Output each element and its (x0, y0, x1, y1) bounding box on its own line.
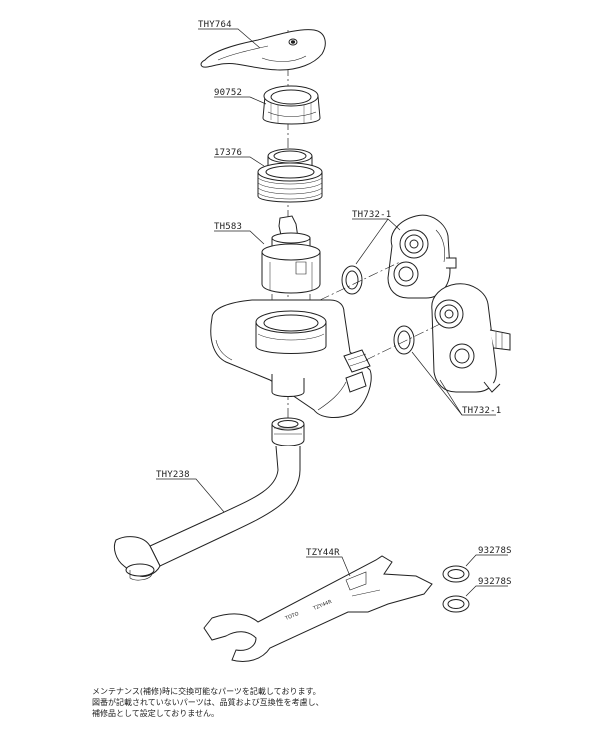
cap-part (263, 86, 320, 124)
wrench-part (204, 556, 432, 662)
leader-line (412, 352, 462, 415)
footnote-line: メンテナンス(補修)時に交換可能なパーツを記載しております。 (92, 687, 321, 696)
lever-handle-part (201, 30, 325, 70)
packing-ring-1 (443, 566, 469, 582)
cartridge-nut-part (258, 149, 322, 202)
part-label-th583: TH583 (214, 222, 243, 232)
part-label-17376: 17376 (214, 148, 243, 158)
footnote-line: 図番が記載されていないパーツは、品質および互換性を考慮し、 (92, 698, 324, 707)
part-label-th732-1-lower: TH732-1 (462, 406, 502, 416)
footnote-line: 補修品として設定しておりません。 (92, 709, 220, 718)
leader-line (214, 231, 264, 244)
gasket-ring-lower (394, 326, 414, 354)
packing-ring-2 (443, 596, 469, 612)
part-label-90752: 90752 (214, 88, 243, 98)
part-label-th732-1-upper: TH732-1 (352, 210, 392, 220)
eccentric-leg-upper-part (388, 215, 456, 298)
eccentric-leg-lower-part (432, 284, 510, 392)
mixer-body-part (211, 300, 371, 417)
leader-line (466, 555, 508, 566)
maintenance-footnote: メンテナンス(補修)時に交換可能なパーツを記載しております。 図番が記載されてい… (92, 686, 512, 719)
leader-line (198, 29, 260, 48)
leader-line (214, 157, 264, 166)
spout-part (114, 418, 304, 580)
leader-line (356, 219, 388, 264)
cartridge-part (262, 216, 320, 302)
part-label-thy238: THY238 (156, 470, 190, 480)
leader-line (320, 262, 400, 300)
leader-line (306, 557, 350, 576)
leader-line (366, 324, 440, 360)
wrench-brand-marking: TOTO (284, 611, 300, 622)
leader-line (156, 479, 224, 512)
leader-line (352, 219, 400, 230)
part-label-93278s-1: 93278S (478, 546, 512, 556)
leader-line (214, 97, 266, 104)
part-label-93278s-2: 93278S (478, 577, 512, 587)
part-label-thy764: THY764 (198, 20, 232, 30)
part-label-tzy44r: TZY44R (306, 548, 340, 558)
gasket-ring-upper (342, 266, 362, 294)
leader-line (466, 586, 508, 596)
